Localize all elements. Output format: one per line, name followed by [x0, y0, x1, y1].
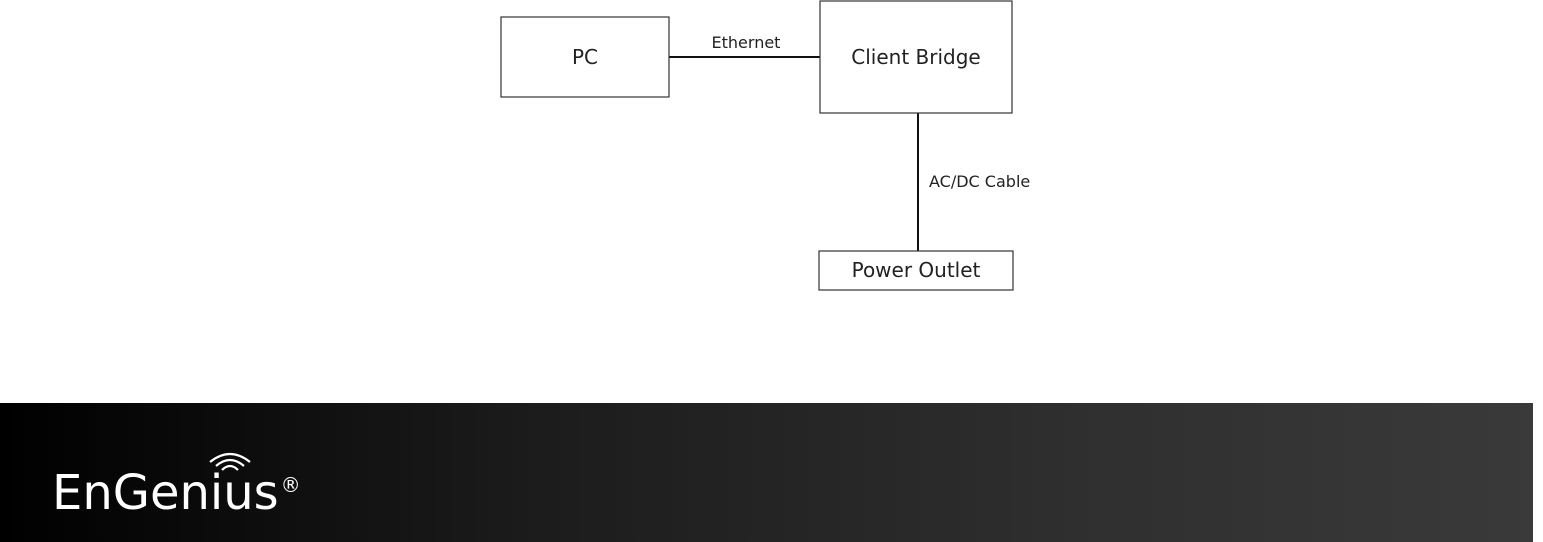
- logo-text: EnGenius: [52, 458, 279, 528]
- node-power-outlet-label: Power Outlet: [852, 258, 981, 282]
- node-pc-label: PC: [572, 45, 598, 69]
- engenius-logo: EnGenius®: [52, 450, 301, 520]
- network-diagram: PC Client Bridge Power Outlet Ethernet A…: [0, 0, 1543, 400]
- edge-acdc-cable-label: AC/DC Cable: [929, 172, 1030, 191]
- node-client-bridge-label: Client Bridge: [851, 45, 980, 69]
- logo-registered-mark: ®: [281, 473, 301, 497]
- footer-right-edge: [1533, 403, 1543, 542]
- edge-ethernet-label: Ethernet: [712, 33, 781, 52]
